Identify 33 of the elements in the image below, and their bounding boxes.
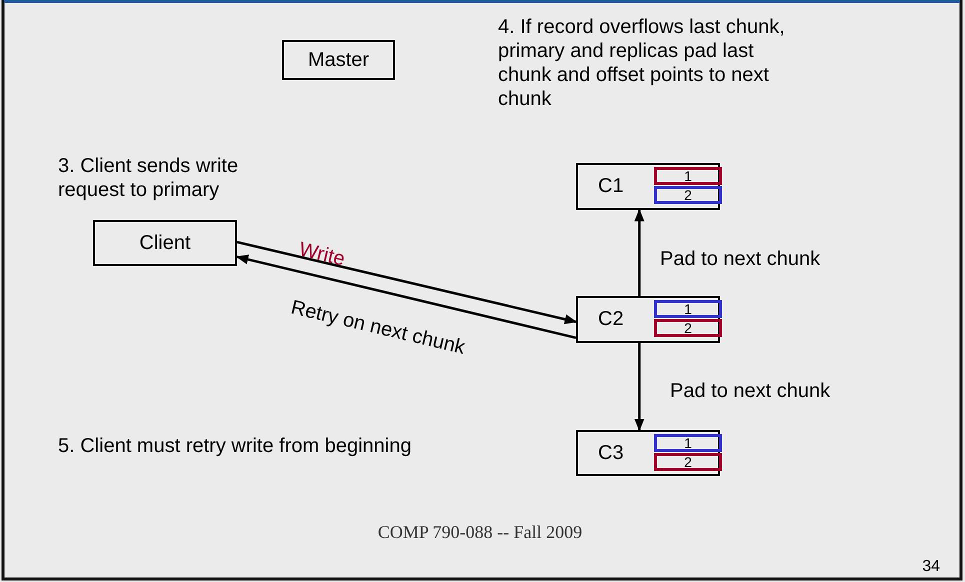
chunk-slot xyxy=(654,167,722,185)
arrow xyxy=(634,343,644,432)
footer-text: COMP 790-088 -- Fall 2009 xyxy=(376,521,584,544)
node-label: C2 xyxy=(598,308,624,331)
process-box xyxy=(576,296,720,343)
body-text: 5. Client must retry write from beginning xyxy=(58,434,412,458)
arrow xyxy=(236,240,578,324)
slot-number: 1 xyxy=(684,436,692,450)
arrow xyxy=(634,208,644,296)
slot-number: 1 xyxy=(684,169,692,183)
edge-label: Write xyxy=(296,238,348,271)
arrow xyxy=(236,254,576,340)
node-label: Client xyxy=(139,232,191,254)
slot-number: 2 xyxy=(684,188,692,202)
chunk-slot xyxy=(654,186,722,204)
node-label: Master xyxy=(308,48,370,72)
slot-number: 2 xyxy=(684,455,692,469)
slot-number: 2 xyxy=(684,321,692,335)
page-number: 34 xyxy=(921,558,940,576)
process-box xyxy=(93,220,237,266)
process-box xyxy=(576,430,720,476)
chunk-slot xyxy=(654,434,722,452)
chunk-slot xyxy=(654,300,722,318)
body-text: 3. Client sends write request to primary xyxy=(58,154,240,202)
slot-number: 1 xyxy=(684,302,692,316)
chunk-slot xyxy=(654,319,722,337)
edge-label: Retry on next chunk xyxy=(288,296,468,360)
body-text: 4. If record overflows last chunk, primary and replicas pad last chunk and offset points to next chunk xyxy=(498,15,786,111)
node-label: C1 xyxy=(598,175,624,198)
process-box xyxy=(282,40,395,80)
node-label: C3 xyxy=(598,442,624,464)
chunk-slot xyxy=(654,453,722,471)
process-box xyxy=(576,163,720,210)
